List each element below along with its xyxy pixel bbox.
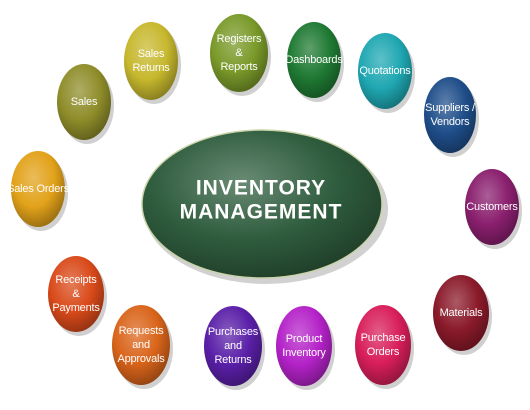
center-title-line-2: MANAGEMENT bbox=[180, 201, 343, 224]
node-customers: Customers bbox=[465, 169, 522, 249]
node-label-line-1: Dashboards bbox=[285, 54, 343, 66]
node-registers-reports: Registers & Reports bbox=[210, 14, 271, 96]
node-ellipse bbox=[355, 305, 411, 385]
node-label-line-1: Receipts bbox=[55, 274, 97, 286]
node-ellipse bbox=[124, 22, 178, 100]
node-label-line-1: Materials bbox=[440, 307, 484, 319]
node-ellipse bbox=[276, 306, 332, 386]
center-title-line-1: INVENTORY bbox=[196, 177, 326, 200]
node-ellipse bbox=[424, 77, 476, 153]
node-ellipse bbox=[358, 33, 412, 109]
node-label-line-3: Payments bbox=[52, 302, 100, 314]
node-ellipse bbox=[57, 64, 111, 140]
node-label-line-2: Inventory bbox=[282, 347, 326, 359]
node-label-line-2: & bbox=[235, 47, 243, 59]
node-label-line-1: Customers bbox=[466, 201, 518, 213]
node-label-line-2: and bbox=[132, 339, 150, 351]
module-nodes: SalesReturnsRegisters&ReportsDashboardsQ… bbox=[7, 14, 522, 390]
node-sales: Sales bbox=[57, 64, 114, 144]
node-ellipse bbox=[433, 275, 489, 351]
node-label-line-2: Returns bbox=[132, 62, 170, 74]
node-label-line-2: Vendors bbox=[431, 116, 471, 128]
node-label-line-2: & bbox=[72, 288, 80, 300]
node-ellipse bbox=[48, 256, 104, 332]
node-label-line-1: Suppliers / bbox=[425, 102, 476, 114]
node-label-line-3: Reports bbox=[220, 61, 258, 73]
node-label-line-1: Product bbox=[286, 333, 323, 345]
node-sales-orders: Sales Orders bbox=[7, 151, 70, 231]
node-label-line-2: Orders bbox=[367, 346, 400, 358]
node-materials: Materials bbox=[433, 275, 492, 355]
node-label-line-3: Returns bbox=[214, 354, 252, 366]
node-label-line-3: Approvals bbox=[117, 353, 165, 365]
center-ellipse bbox=[141, 129, 383, 279]
node-quotations: Quotations bbox=[358, 33, 415, 113]
node-label-line-1: Sales bbox=[138, 48, 165, 60]
node-receipts-payments: Receipts & Payments bbox=[48, 256, 107, 336]
node-ellipse bbox=[287, 22, 341, 98]
node-ellipse bbox=[11, 151, 65, 227]
node-label-line-1: Purchase bbox=[361, 332, 406, 344]
node-label-line-1: Requests bbox=[119, 325, 165, 337]
node-label-line-1: Registers bbox=[217, 33, 262, 45]
node-dashboards: Dashboards bbox=[285, 22, 344, 102]
node-label-line-1: Sales bbox=[71, 96, 98, 108]
node-ellipse bbox=[465, 169, 519, 245]
node-ellipse bbox=[112, 305, 170, 385]
node-label-line-2: and bbox=[224, 340, 242, 352]
node-label-line-1: Sales Orders bbox=[7, 183, 69, 195]
node-label-line-1: Purchases bbox=[208, 326, 259, 338]
node-ellipse bbox=[204, 306, 262, 386]
node-label-line-1: Quotations bbox=[359, 65, 411, 77]
node-ellipse bbox=[210, 14, 268, 92]
node-suppliers-vendors: Suppliers / Vendors bbox=[424, 77, 479, 157]
